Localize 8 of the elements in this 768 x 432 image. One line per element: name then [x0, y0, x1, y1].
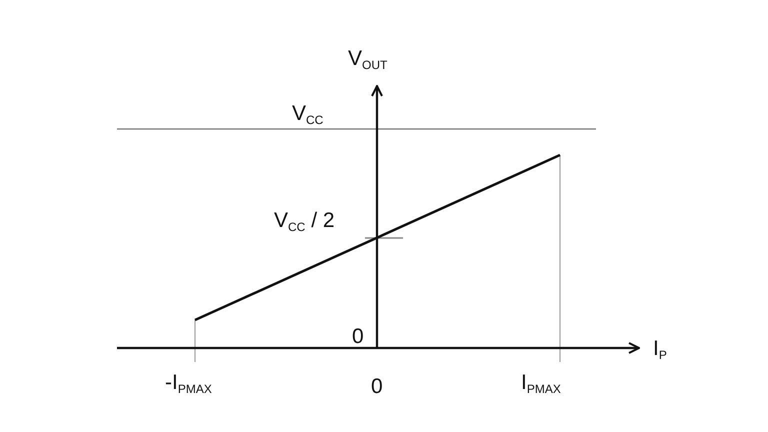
axis-label: I$_{P}$ — [653, 338, 667, 361]
tick-label: -I$_{PMAX}$ — [165, 372, 212, 395]
tick-label: 0 — [371, 376, 383, 397]
level-label: V$_{CC}$ / 2 — [274, 210, 335, 233]
axis-label: V$_{OUT}$ — [348, 48, 388, 71]
axis-value: 0 — [352, 326, 364, 347]
level-label: V$_{CC}$ — [292, 103, 324, 126]
tick-label: I$_{PMAX}$ — [521, 372, 561, 395]
